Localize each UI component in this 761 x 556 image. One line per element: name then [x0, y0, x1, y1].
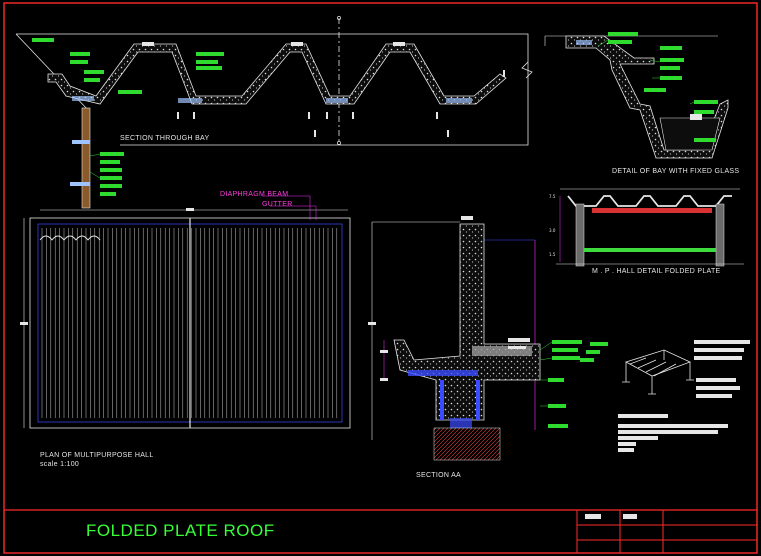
sheet-title: FOLDED PLATE ROOF [86, 521, 275, 540]
label-gutter: GUTTER [262, 201, 293, 208]
isometric-view [622, 349, 694, 395]
label-detail-bay-fixed-glass: DETAIL OF BAY WITH FIXED GLASS [612, 168, 740, 175]
label-hall-detail-folded-plate: M . P . HALL DETAIL FOLDED PLATE [592, 268, 721, 275]
plan-multipurpose-hall [20, 195, 351, 429]
general-notes [618, 414, 728, 452]
label-plan-multipurpose-hall: PLAN OF MULTIPURPOSE HALL [40, 452, 154, 459]
svg-text:3.0: 3.0 [549, 228, 556, 233]
svg-text:7.5: 7.5 [549, 194, 556, 199]
svg-text:1.5: 1.5 [549, 252, 556, 257]
label-section-through-bay: SECTION THROUGH BAY [120, 135, 210, 142]
hall-detail-folded-plate: 7.5 3.0 1.5 [549, 188, 744, 267]
label-diaphragm-beam: DIAPHRAGM BEAM [220, 191, 289, 198]
sheet-border [3, 2, 758, 554]
iso-notes [694, 340, 750, 398]
section-aa [368, 216, 608, 461]
label-plan-scale: scale 1:100 [40, 461, 80, 468]
title-block [576, 510, 757, 553]
detail-bay-fixed-glass [544, 32, 729, 159]
section-through-bay [15, 16, 533, 209]
label-section-aa: SECTION AA [416, 472, 462, 479]
roof-fold-lines [41, 228, 338, 418]
